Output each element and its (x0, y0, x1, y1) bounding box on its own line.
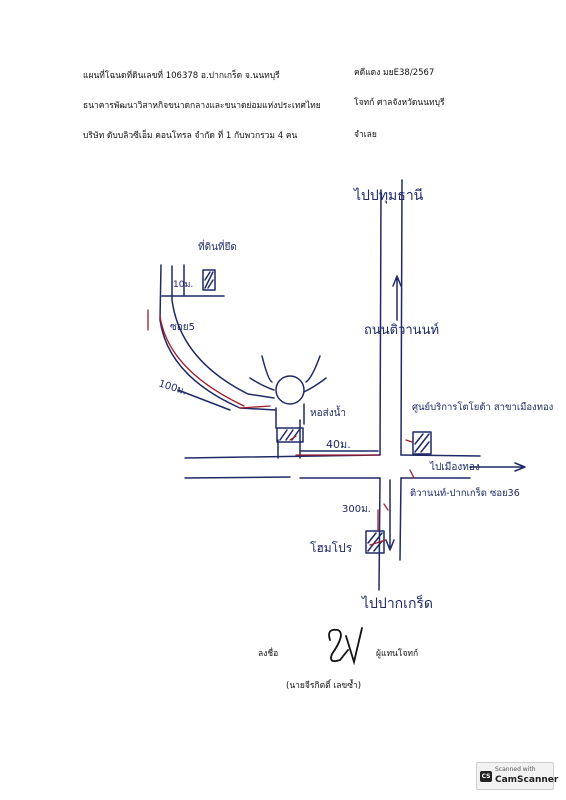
signature-label: ลงชื่อ (258, 649, 279, 659)
soi5-left-edge (159, 264, 277, 411)
header-deed-line: แผนที่โฉนดที่ดินเลขที่ 106378 อ.ปากเกร็ด… (83, 71, 280, 81)
land-plot (202, 269, 216, 291)
arrow-east (469, 462, 526, 472)
label-tiwanon-pakkret-soi: ติวานนท์-ปากเกร็ด ซอย36 (410, 486, 520, 499)
homepro-building (365, 530, 385, 554)
header-plaintiff-bank: ธนาคารพัฒนาวิสาหกิจขนาดกลางและขนาดย่อมแห… (83, 101, 321, 111)
arrow-south (385, 479, 395, 551)
arrow-north (392, 275, 402, 321)
header-defendant-label: จำเลย (354, 130, 377, 140)
handwritten-signature (328, 627, 363, 666)
header-plaintiff-label: โจทก์ ศาลจังหวัดนนทบุรี (354, 98, 445, 108)
cross-road-bottom-edge (184, 476, 471, 479)
header-defendant-company: บริษัท ดับบลิวซีเอ็ม คอนโทรล จำกัด ที่ 1… (83, 131, 298, 141)
label-toyota-center: ศูนย์บริการโตโยต้า สาขาเมืองทอง (412, 401, 553, 413)
toyota-building (412, 431, 432, 455)
roundabout (275, 375, 305, 405)
signature-role: ผู้แทนโจทก์ (376, 649, 419, 659)
signatory-name: (นายจีรกิตติ์ เลขซ้ำ) (286, 681, 362, 691)
label-tiwanon-road: ถนนติวานนท์ (364, 322, 439, 338)
label-home-pro: โฮมโปร (310, 541, 353, 555)
label-dist-100m: 100ม. (157, 378, 188, 397)
label-dist-40m: 40ม. (326, 438, 351, 451)
main-road-right-edge (399, 179, 403, 561)
main-road-left-edge (378, 189, 382, 591)
camscanner-line1: Scanned with (495, 766, 536, 773)
camscanner-logo-icon: CS (480, 771, 492, 782)
label-dist-10m: 10ม. (173, 280, 193, 290)
label-to-pathum-thani: ไปปทุมธานี (353, 187, 424, 204)
label-dist-300m: 300ม. (342, 504, 371, 515)
label-to-muang-thong: ไปเมืองทอง (429, 461, 480, 473)
label-soi-5: ซอย5 (170, 322, 195, 333)
camscanner-line2: CamScanner (495, 775, 559, 785)
header-case-number: คดีแดง มยE38/2567 (354, 68, 435, 78)
label-water-tower: หอส่งน้ำ (310, 405, 346, 419)
label-land-location: ที่ดินที่ยึด (198, 239, 237, 253)
soi5-right-edge (171, 265, 275, 399)
label-to-pakkret: ไปปากเกร็ด (361, 594, 433, 612)
water-tower-building (276, 427, 304, 443)
camscanner-watermark: CS Scanned with CamScanner (476, 762, 558, 790)
